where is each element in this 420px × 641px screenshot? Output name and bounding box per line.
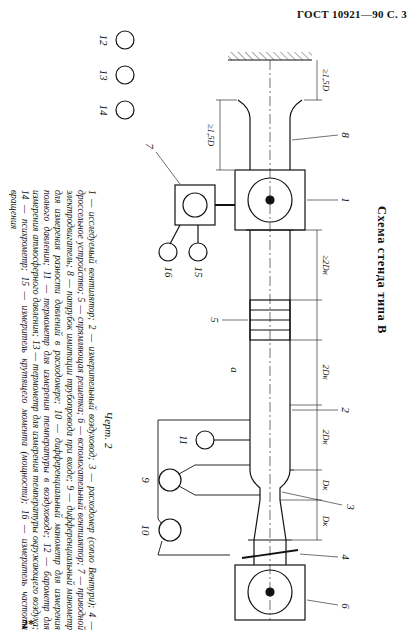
meter-wire	[197, 225, 198, 243]
manometer	[159, 519, 181, 541]
leader-lines	[156, 135, 342, 605]
callout-number: 11	[178, 434, 189, 446]
wall-hatch	[228, 52, 312, 60]
callout-number: 8	[340, 131, 351, 139]
throttle-plate	[242, 550, 298, 558]
callout-number: 14	[98, 104, 109, 117]
figure-title: Схема стенда типа В	[376, 206, 389, 334]
callout-number: 9	[140, 476, 151, 484]
dimension-label: Dк	[321, 479, 330, 492]
duct-wall	[289, 230, 290, 470]
page-header: ГОСТ 10921—90 С. 3	[297, 9, 407, 20]
dimension-label: ≥1,5D	[321, 68, 330, 93]
figure-number: Черт. 2	[103, 412, 114, 449]
callout-number: 6	[340, 602, 351, 610]
callout-number: 15	[193, 266, 204, 279]
dimension-label: ≥1,5D	[206, 123, 215, 148]
flange	[246, 229, 294, 230]
straightener-vane	[250, 309, 290, 310]
pressure-tube	[179, 465, 260, 495]
fan-impeller	[248, 178, 292, 222]
venturi-nozzle	[250, 470, 294, 540]
ambient-thermometer	[116, 66, 134, 84]
callout-number: 10	[140, 524, 151, 537]
dimension-label: ≥2Dк	[321, 254, 330, 276]
speed-meter	[159, 243, 177, 261]
dimension-label: 2Dк	[321, 428, 330, 445]
barometer	[116, 31, 134, 49]
callout-number: 2	[340, 406, 351, 414]
callout-number: 5	[209, 316, 220, 324]
callout-number: 4	[340, 553, 351, 561]
callout-number: 16	[163, 266, 174, 279]
motor-body	[175, 185, 215, 225]
fan-hub	[266, 196, 274, 204]
callout-number: 3	[345, 503, 356, 511]
figure-caption: 1 — исследуемый вентилятор; 2 — измерите…	[7, 190, 97, 630]
torque-meter	[189, 243, 207, 261]
dimension-label: Dк	[321, 515, 330, 528]
manometer	[159, 469, 181, 491]
straightener-vane	[250, 329, 290, 330]
aux-fan-impeller	[248, 570, 292, 614]
duct-wall	[249, 230, 250, 470]
straightener-vane	[250, 319, 290, 320]
callout-number: 1	[340, 196, 351, 204]
psychrometer	[116, 101, 134, 119]
section-mark: а	[229, 366, 240, 374]
callout-number: 7	[144, 142, 155, 150]
meter-wire	[170, 225, 180, 244]
pressure-tube	[158, 420, 250, 555]
dimension-lines	[216, 60, 322, 540]
duct-thermometer	[196, 431, 214, 449]
callout-number: 13	[98, 69, 109, 82]
shaft	[215, 204, 235, 206]
aux-fan-housing	[235, 565, 305, 620]
aux-fan-hub	[266, 588, 274, 596]
motor-symbol	[183, 193, 207, 217]
thermometer-stem	[214, 439, 250, 440]
dimension-label: 2Dк	[321, 363, 330, 380]
fan-housing	[235, 170, 305, 230]
straightener	[250, 300, 290, 340]
callout-number: 12	[98, 34, 109, 47]
